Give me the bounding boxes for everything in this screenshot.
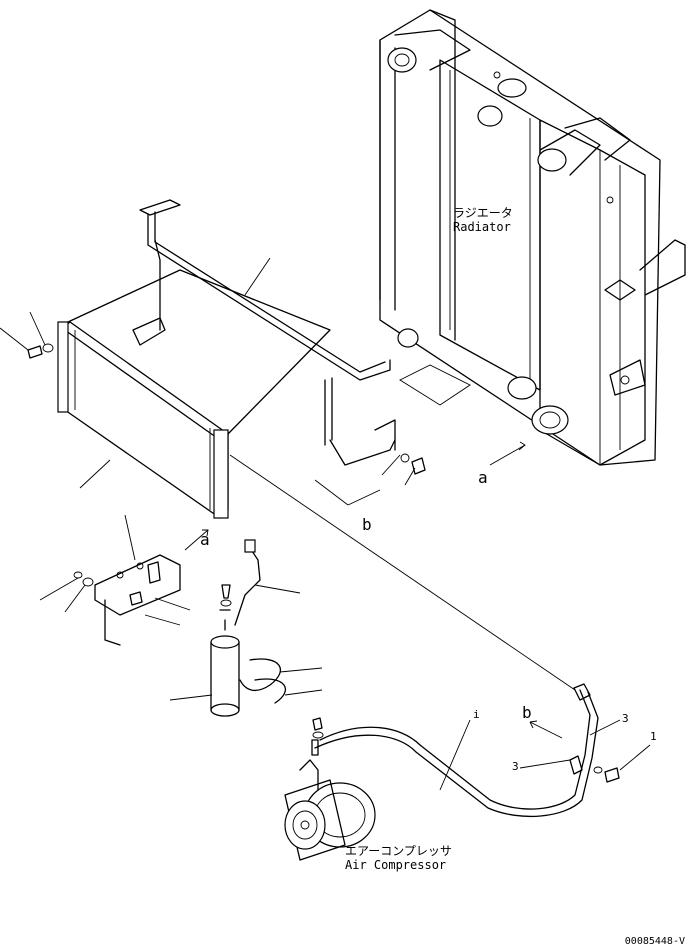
callout-a-radiator: a — [478, 468, 488, 487]
callout-bolt-mark: 1 — [650, 730, 657, 743]
callout-clamp-mark-right: 3 — [622, 712, 629, 725]
radiator-label-en: Radiator — [453, 220, 511, 234]
callout-b-frame: b — [362, 515, 372, 534]
arrow-a-upper — [489, 441, 526, 466]
air-compressor — [284, 739, 376, 861]
radiator-assembly — [379, 9, 686, 466]
radiator-label-jp: ラジエータ — [453, 206, 513, 220]
condenser-left-tank — [57, 321, 69, 413]
callout-b-hose: b — [522, 703, 532, 722]
arrow-a-lower — [184, 529, 209, 551]
compressor-label-jp: エアーコンプレッサ — [345, 844, 452, 858]
arrow-b — [529, 720, 563, 739]
hardware-bolts — [27, 343, 620, 783]
receiver-bracket — [94, 554, 181, 646]
callout-clamp-mark-left: 3 — [512, 760, 519, 773]
drawing-number: 00085448-V — [625, 936, 685, 947]
receiver-drier — [210, 609, 287, 717]
sensor-harness — [234, 539, 261, 626]
guard-frame — [132, 199, 396, 466]
leader-lines — [0, 257, 651, 791]
callout-a-bracket: a — [200, 530, 210, 549]
callout-hose-mark: i — [473, 708, 480, 721]
condenser — [57, 269, 331, 519]
condenser-right-tank — [213, 429, 229, 519]
compressor-label-en: Air Compressor — [345, 858, 446, 872]
refrigerant-hose — [314, 683, 599, 817]
